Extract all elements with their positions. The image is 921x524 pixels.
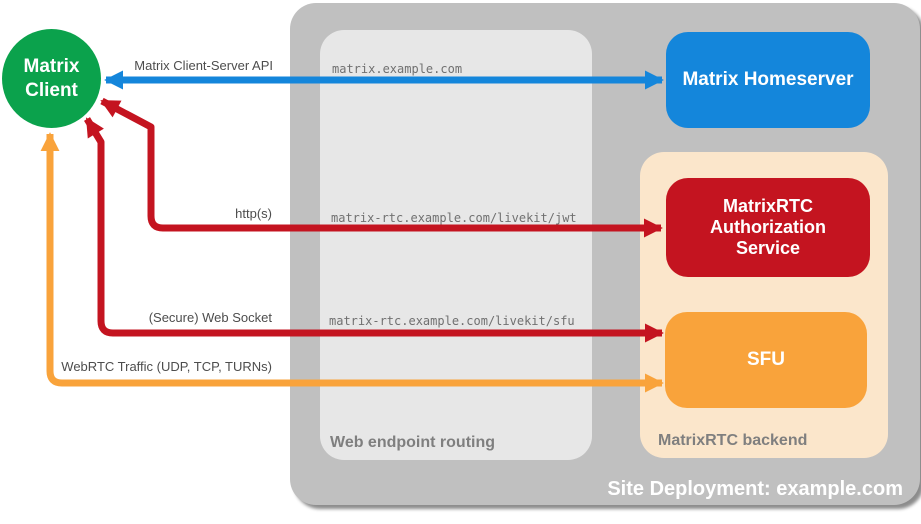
web-endpoint-routing-container: Web endpoint routing [320,30,592,460]
sfu-label: SFU [747,349,785,370]
matrixrtc-authorization-service-label: MatrixRTC Authorization Service [710,195,826,259]
route-label-homeserver: matrix.example.com [332,62,463,76]
matrix-homeserver-label: Matrix Homeserver [682,69,854,90]
matrix-client-node: Matrix Client [2,29,101,128]
route-label-livekit-jwt: matrix-rtc.example.com/livekit/jwt [331,211,577,225]
matrix-homeserver-node: Matrix Homeserver [666,32,870,128]
matrixrtc-authorization-service-node: MatrixRTC Authorization Service [666,178,870,277]
arrow-label-https: http(s) [235,206,272,221]
matrixrtc-backend-label: MatrixRTC backend [658,432,808,449]
sfu-node: SFU [665,312,867,408]
site-deployment-label: Site Deployment: example.com [607,478,903,500]
matrix-client-label: Matrix Client [23,55,80,101]
web-endpoint-routing-label: Web endpoint routing [330,434,496,451]
route-label-livekit-sfu: matrix-rtc.example.com/livekit/sfu [329,314,575,328]
arrow-label-webrtc-traffic: WebRTC Traffic (UDP, TCP, TURNs) [61,359,272,374]
arrow-label-secure-web-socket: (Secure) Web Socket [148,310,272,325]
arrow-label-client-server-api: Matrix Client-Server API [134,58,273,73]
